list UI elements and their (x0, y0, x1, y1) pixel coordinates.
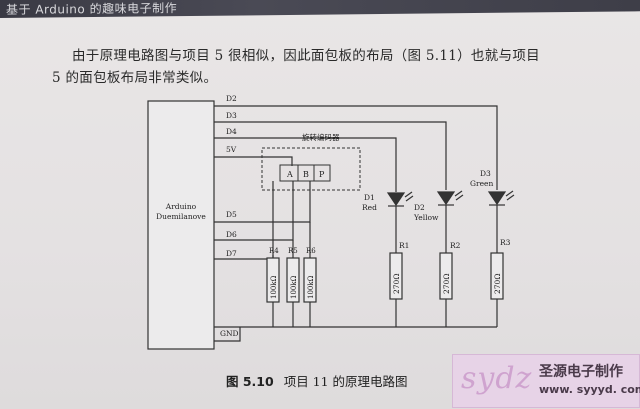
pin-gnd: GND (220, 329, 239, 338)
led-d3-ref: D3 (480, 169, 491, 178)
watermark: sydz 圣源电子制作 www. syyyd. com (452, 354, 640, 408)
figure-title: 项目 11 的原理电路图 (283, 374, 408, 389)
pullup-resistors (266, 222, 317, 327)
wire-d4 (214, 137, 397, 192)
led-d3-color: Green (470, 179, 493, 188)
led-d2-resistor: R2 (450, 241, 461, 250)
watermark-logo: sydz (461, 361, 533, 396)
gnd-wire (214, 327, 241, 342)
encoder-title: 旋转编码器 (302, 132, 340, 142)
encoder-box (261, 147, 361, 191)
led-d3-resistor-value: 270Ω (493, 273, 502, 294)
pin-d3: D3 (226, 111, 237, 120)
pin-d6: D6 (226, 230, 237, 239)
pin-d4: D4 (226, 127, 237, 136)
led-d1-ref: D1 (364, 193, 375, 202)
pullup-r4-name: R4 (269, 247, 279, 255)
wire-d2 (214, 105, 498, 190)
pin-5v: 5V (226, 145, 237, 154)
encoder-pin-b: B (303, 170, 309, 179)
pin-d5: D5 (226, 210, 237, 219)
pin-d2: D2 (226, 94, 237, 103)
pullup-r4-value: 100kΩ (270, 275, 278, 299)
led-d1-resistor: R1 (399, 241, 409, 250)
arduino-board (147, 100, 215, 350)
led-d2-resistor-value: 270Ω (442, 273, 451, 294)
pullup-r5-value: 100kΩ (290, 275, 298, 299)
led-d1-resistor-value: 270Ω (392, 273, 401, 294)
encoder-pin-a: A (286, 170, 293, 179)
pullup-r6-value: 100kΩ (307, 275, 315, 299)
figure-caption: 图 5.10 项目 11 的原理电路图 (226, 371, 408, 390)
encoder-pin-p: P (319, 170, 325, 179)
led-d2 (436, 190, 464, 327)
wire-5v (214, 156, 293, 166)
led-d2-ref: D2 (414, 203, 425, 212)
wire-d3 (214, 121, 447, 190)
led-d1 (386, 191, 414, 327)
paragraph-line-2: 5 的面包板布局非常类似。 (52, 70, 218, 86)
wire-d7 (214, 181, 274, 260)
led-d3-resistor: R3 (500, 238, 511, 247)
watermark-url: www. syyyd. com (539, 383, 640, 396)
led-d3 (487, 190, 515, 327)
board-label-1: Arduino (165, 202, 197, 211)
led-d2-color: Yellow (413, 213, 439, 222)
led-d1-color: Red (362, 203, 377, 212)
pullup-r5-name: R5 (288, 247, 298, 255)
board-label-2: Duemilanove (156, 212, 206, 221)
figure-number: 图 5.10 (226, 374, 274, 389)
pin-d7: D7 (226, 249, 237, 258)
encoder-body (279, 164, 331, 182)
pullup-r6-name: R6 (306, 247, 316, 255)
watermark-name: 圣源电子制作 (539, 364, 623, 380)
paragraph-line-1: 由于原理电路图与项目 5 很相似，因此面包板的布局（图 5.11）也就与项目 (72, 48, 540, 64)
